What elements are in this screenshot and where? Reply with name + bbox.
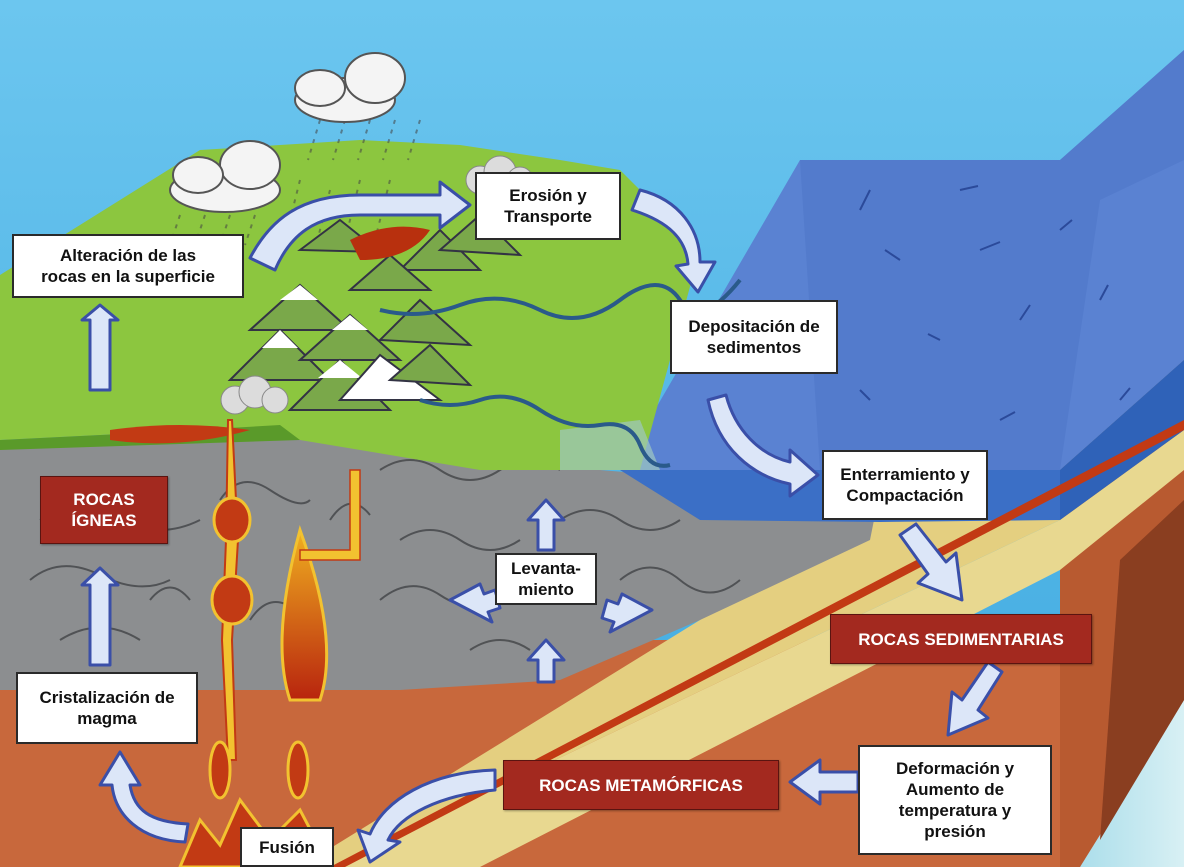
mountains xyxy=(227,213,523,411)
rock-metamorficas: ROCAS METAMÓRFICAS xyxy=(503,760,779,810)
label-erosion: Erosión y Transporte xyxy=(475,172,621,240)
label-fusion: Fusión xyxy=(240,827,334,867)
label-alteracion: Alteración de las rocas en la superficie xyxy=(12,234,244,298)
rock-igneas: ROCAS ÍGNEAS xyxy=(40,476,168,544)
arrow-alteracion-to-erosion xyxy=(248,180,472,272)
cloud-left xyxy=(169,140,281,213)
lava-flow-top xyxy=(350,226,430,260)
label-depositacion: Depositación de sedimentos xyxy=(670,300,838,374)
lava-flow-left xyxy=(110,425,250,444)
mantle-right-dark xyxy=(1100,500,1184,840)
arrow-fusion-to-cristalizacion xyxy=(98,750,190,844)
label-enterramiento: Enterramiento y Compactación xyxy=(822,450,988,520)
ocean-deep-top xyxy=(800,50,1184,470)
rock-sedimentarias: ROCAS SEDIMENTARIAS xyxy=(830,614,1092,664)
delta xyxy=(560,420,660,470)
cloud-top xyxy=(294,52,406,123)
arrow-levantamiento-right xyxy=(600,592,654,634)
ocean-dashes xyxy=(859,185,1131,421)
label-levantamiento: Levanta- miento xyxy=(495,553,597,605)
label-cristalizacion: Cristalización de magma xyxy=(16,672,198,744)
arrow-erosion-to-depositacion xyxy=(630,188,717,294)
arrow-up-cristalizacion xyxy=(80,566,120,667)
arrow-enterramiento-to-sedimentarias xyxy=(898,522,964,602)
arrow-depositacion-to-enterramiento xyxy=(706,393,820,498)
arrow-up-left-top xyxy=(80,303,120,392)
arrow-levantamiento-down-up xyxy=(526,638,566,684)
label-deformacion: Deformación y Aumento de temperatura y p… xyxy=(858,745,1052,855)
arrow-deformacion-to-metamorficas xyxy=(788,758,860,806)
ocean-right-face xyxy=(1060,360,1184,520)
arrow-metamorficas-to-fusion xyxy=(356,768,497,864)
cycle-arrows xyxy=(80,180,1004,864)
arrow-sedimentarias-to-deformacion xyxy=(946,660,1004,737)
arrow-levantamiento-up xyxy=(526,498,566,552)
